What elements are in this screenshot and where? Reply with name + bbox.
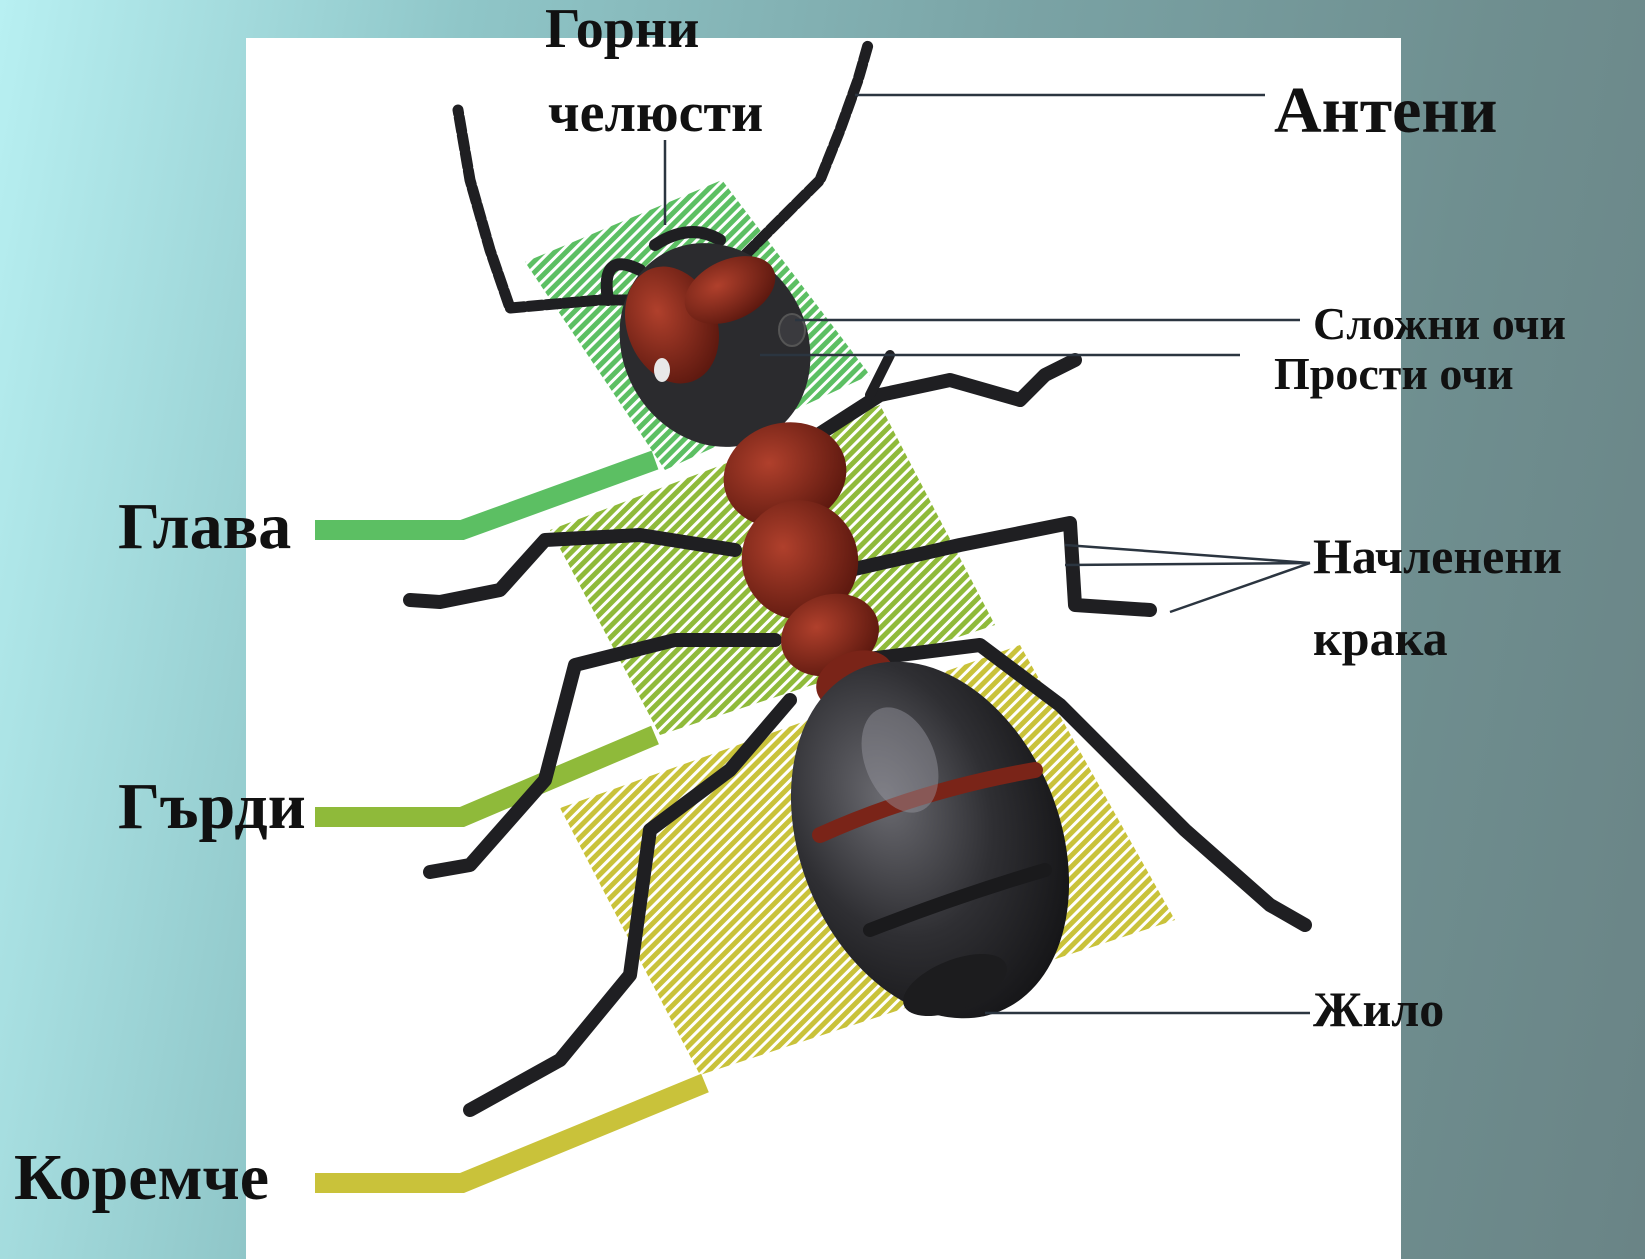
label-mandibles-line1: Горни bbox=[545, 0, 699, 59]
label-compound-eyes: Сложни очи bbox=[1313, 300, 1566, 348]
label-head: Глава bbox=[118, 492, 291, 561]
label-jointed-legs-line2: крака bbox=[1313, 612, 1448, 665]
label-thorax: Гърди bbox=[118, 772, 306, 841]
label-sting: Жило bbox=[1313, 983, 1444, 1036]
label-simple-eyes: Прости очи bbox=[1274, 350, 1514, 398]
label-jointed-legs-line1: Начленени bbox=[1313, 530, 1562, 583]
label-mandibles-line2: челюсти bbox=[548, 84, 763, 143]
label-abdomen: Коремче bbox=[14, 1143, 269, 1212]
abdomen-leader-bar bbox=[315, 1083, 705, 1183]
label-antennae: Антени bbox=[1274, 76, 1497, 145]
